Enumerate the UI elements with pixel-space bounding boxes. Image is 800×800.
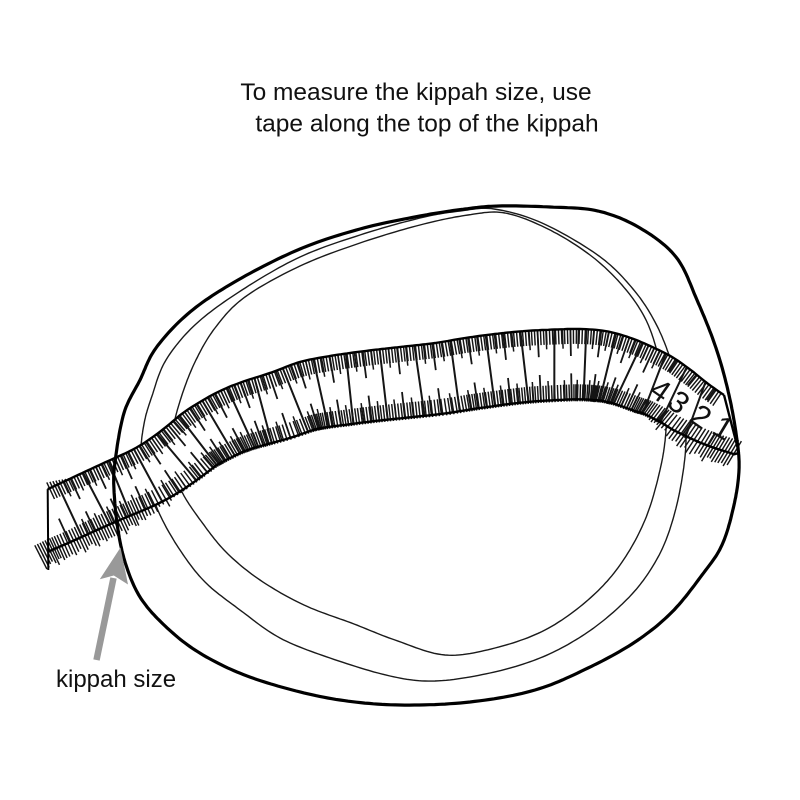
svg-text:kippah size: kippah size <box>56 666 176 693</box>
svg-text:tape along the top of the kipp: tape along the top of the kippah <box>255 111 598 138</box>
svg-text:To measure the kippah size, us: To measure the kippah size, use <box>240 79 591 106</box>
